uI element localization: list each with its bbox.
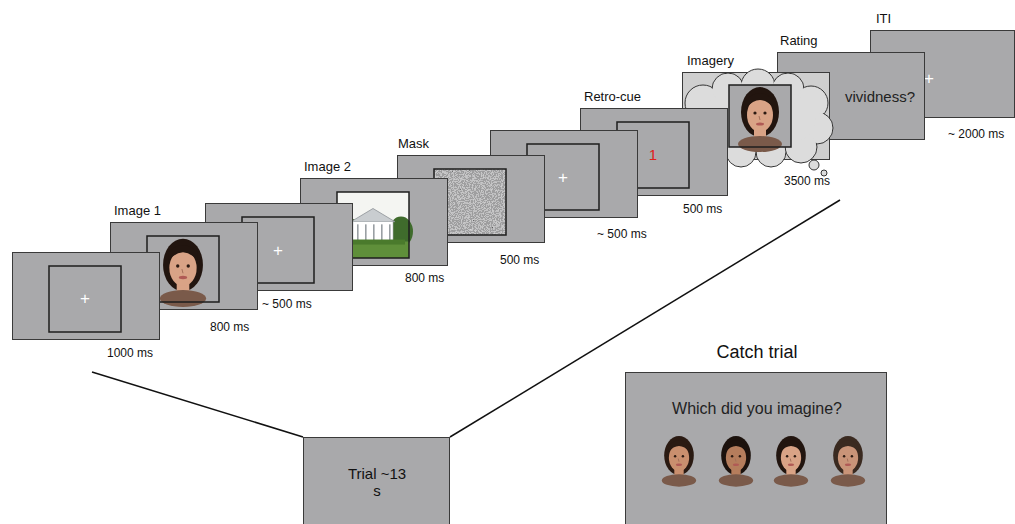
- nose: [735, 459, 737, 462]
- eye: [187, 264, 190, 267]
- hedge: [341, 240, 405, 245]
- duration-label: 800 ms: [210, 320, 249, 334]
- screen-heading: Image 2: [304, 160, 351, 175]
- duration-label: 3500 ms: [784, 174, 830, 188]
- cloud-fill: [696, 131, 726, 161]
- fringe: [780, 441, 802, 453]
- column: [357, 224, 359, 241]
- eye: [739, 455, 741, 457]
- hair: [776, 436, 806, 475]
- fringe: [168, 245, 197, 261]
- catch-heading: Catch trial: [716, 342, 797, 363]
- eye: [763, 111, 766, 114]
- duration-label: ~ 500 ms: [262, 297, 312, 311]
- inner-frame: [337, 192, 409, 258]
- inner-frame: [617, 122, 689, 188]
- screen-frame: +: [12, 252, 160, 340]
- fixation-cross: +: [924, 69, 934, 89]
- inner-frame: [729, 85, 791, 147]
- screen-heading: Rating: [780, 34, 818, 49]
- fixation-cross: +: [273, 241, 283, 261]
- column: [373, 224, 375, 241]
- inner-frame: [242, 217, 314, 283]
- inner-frame: [527, 144, 599, 210]
- duration-label: 800 ms: [405, 271, 444, 285]
- fixation-cross: +: [558, 168, 568, 188]
- nose: [790, 459, 792, 462]
- hair: [833, 436, 863, 475]
- face-choice: [719, 436, 753, 487]
- inner-frame: [434, 169, 506, 235]
- shoulders: [831, 474, 865, 486]
- zoom-line: [92, 372, 303, 437]
- face-choice: [831, 436, 865, 487]
- lips: [733, 464, 739, 466]
- screen-picture: [626, 373, 886, 524]
- rating-prompt: vividness?: [845, 88, 915, 105]
- cloud-bump: [682, 109, 714, 141]
- nose: [678, 459, 680, 462]
- eye: [674, 455, 676, 457]
- eye: [794, 455, 796, 457]
- eye: [851, 455, 853, 457]
- nose: [182, 269, 183, 273]
- cloud-core: [700, 87, 816, 151]
- duration-label: 500 ms: [683, 202, 722, 216]
- lips: [676, 464, 682, 466]
- face-choice: [774, 436, 808, 487]
- shoulders: [160, 290, 206, 307]
- house-wall: [353, 222, 393, 242]
- shoulders: [719, 474, 753, 486]
- retro-cue-number: 1: [649, 146, 657, 163]
- cloud-bump: [695, 130, 727, 162]
- fringe: [725, 441, 747, 453]
- hair: [741, 87, 779, 137]
- hair: [163, 239, 203, 292]
- duration-label: ~ 2000 ms: [948, 127, 1004, 141]
- fringe: [746, 93, 774, 108]
- inner-frame: [49, 266, 121, 332]
- eye: [786, 455, 788, 457]
- shoulders: [662, 474, 696, 486]
- catch-trial-screen: Catch trialWhich did you imagine?: [625, 372, 887, 524]
- lips: [179, 276, 187, 279]
- screen-heading: Retro-cue: [584, 90, 641, 105]
- screen-heading: Mask: [398, 137, 429, 152]
- screen-heading: Image 1: [114, 204, 161, 219]
- column: [365, 224, 367, 241]
- eye: [731, 455, 733, 457]
- nose: [759, 116, 760, 120]
- trial-box: Trial ~13 s: [303, 437, 450, 524]
- inner-frame: [147, 236, 219, 302]
- screen-heading: ITI: [876, 12, 891, 27]
- trial-label: Trial ~13 s: [347, 465, 407, 500]
- duration-label: ~ 500 ms: [597, 227, 647, 241]
- column: [381, 224, 383, 241]
- roof: [351, 209, 395, 222]
- hair: [721, 436, 751, 475]
- cloud-fill: [683, 110, 713, 140]
- fixation-cross: +: [80, 289, 90, 309]
- lips: [788, 464, 794, 466]
- lips: [845, 464, 851, 466]
- duration-label: 500 ms: [500, 253, 539, 267]
- eye: [176, 264, 179, 267]
- catch-question: Which did you imagine?: [672, 400, 842, 418]
- fringe: [668, 441, 690, 453]
- shoulders: [738, 136, 782, 152]
- shoulders: [774, 474, 808, 486]
- hair: [664, 436, 694, 475]
- noise-mask: [434, 169, 506, 235]
- thought-bubble: [809, 160, 819, 170]
- screen-heading: Imagery: [687, 54, 734, 69]
- duration-label: 1000 ms: [107, 346, 153, 360]
- nose: [847, 459, 849, 462]
- column: [389, 224, 391, 241]
- eye: [753, 111, 756, 114]
- fringe: [837, 441, 859, 453]
- face-choice: [662, 436, 696, 487]
- eye: [682, 455, 684, 457]
- eye: [843, 455, 845, 457]
- lips: [756, 122, 764, 125]
